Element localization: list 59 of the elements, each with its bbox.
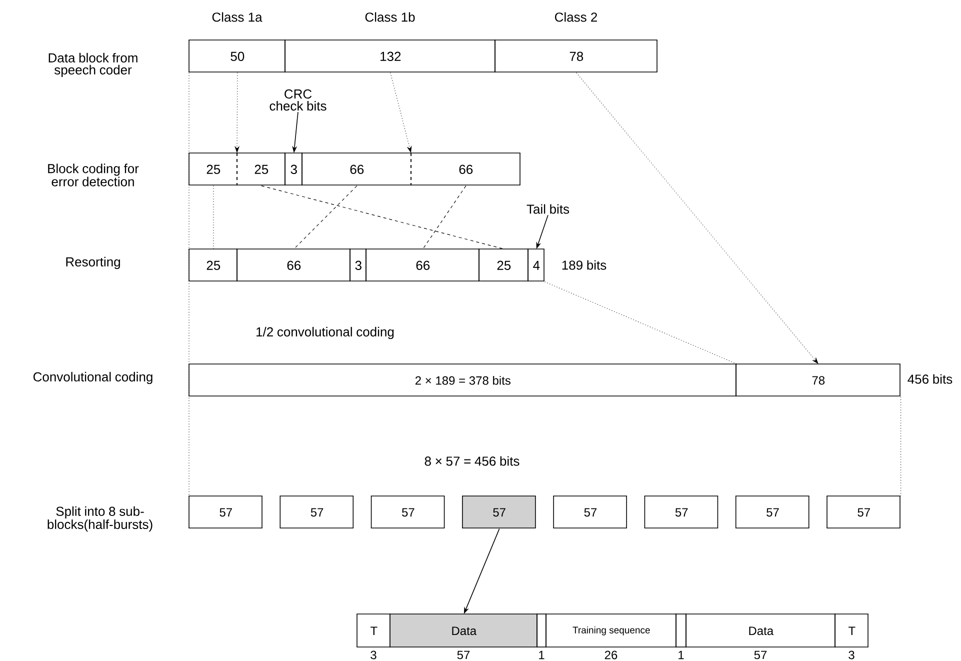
bit-count: 57 [457,650,470,660]
row-label: Split into 8 sub-blocks(half-bursts) [48,506,152,532]
annotation: Tail bits [526,204,570,214]
connector-line [261,186,504,250]
empty-bit-field [675,614,687,648]
class-label: Class 1a [212,12,262,22]
empty-bit-field [536,614,547,648]
bit-field: Training sequence [545,614,677,648]
bit-field: 57 [370,496,446,528]
bit-field: 66 [410,152,521,186]
bit-field: 3 [284,152,303,186]
bit-count: 26 [604,650,618,660]
bit-field: 57 [188,496,263,528]
bit-count: 57 [754,650,767,660]
bit-field: 57 [279,496,354,528]
row-label: 189 bits [562,260,606,270]
bit-field: 66 [301,152,412,186]
bit-count: 3 [848,650,854,660]
bit-field: 25 [188,152,238,186]
row-label: Resorting [66,256,120,270]
bit-field: 57 [826,496,901,528]
arrow [576,72,818,364]
bit-field: 57 [735,496,810,528]
row-label: 8 × 57 = 456 bits [424,456,520,466]
bit-field: T [834,614,869,648]
annotation: CRC check bits [270,89,326,111]
bit-field: 25 [478,248,529,282]
bit-count: 1 [678,650,684,660]
bit-field: 57 [552,496,628,528]
bit-field: 25 [236,152,286,186]
bit-field: 57 [644,496,719,528]
connector-line [544,282,738,364]
row-label: Convolutional coding [33,372,152,384]
connector-line [213,186,214,250]
bit-field: Data [389,614,538,648]
bit-field: 78 [494,40,658,72]
bit-field: T [356,614,391,648]
connector-line [294,186,358,250]
bit-field: 4 [527,248,545,282]
class-label: Class 1b [365,12,415,22]
bit-field: 25 [188,248,238,282]
bit-field: 66 [365,248,480,282]
bit-field: 50 [188,40,286,72]
bit-field: Data [685,614,836,648]
bit-field: 3 [349,248,367,282]
bit-field: 57 [462,496,536,528]
row-label: Data block from speech coder [48,52,138,78]
connector-line [188,72,190,496]
row-label: Block coding for error detection [48,164,139,186]
bit-field: 132 [284,40,496,72]
bit-field: 66 [236,248,351,282]
class-label: Class 2 [555,12,597,22]
bit-count: 1 [539,650,544,660]
connector-line [900,396,902,496]
bit-field: 2 × 189 = 378 bits [188,364,737,396]
bit-count: 3 [370,650,376,660]
bit-field: 78 [735,364,901,396]
connector-line [422,186,466,250]
row-label: 1/2 convolutional coding [256,326,394,340]
